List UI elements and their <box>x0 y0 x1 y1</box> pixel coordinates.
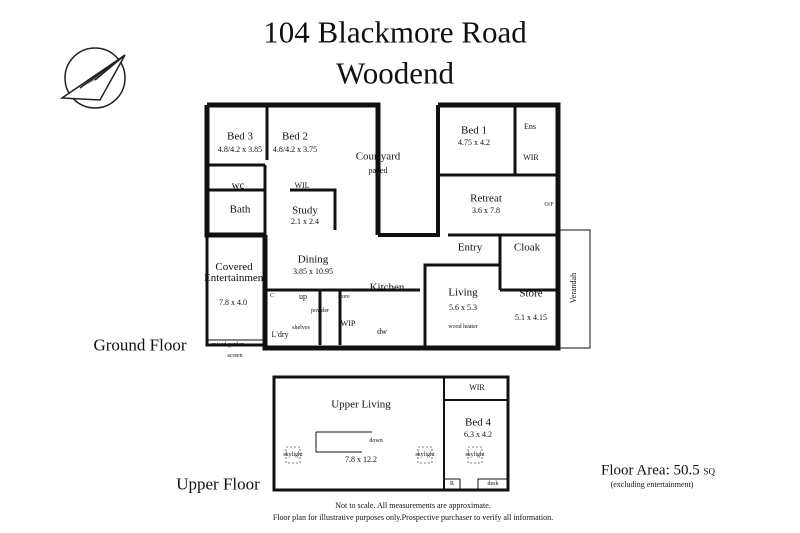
floor-area-value: Floor Area: 50.5 <box>600 462 700 479</box>
room-bed-1-dims: 4.75 x 4.2 <box>458 138 490 147</box>
room-store: Store <box>519 287 543 300</box>
dishwasher-label: dw <box>377 327 387 336</box>
room-bed-2-dims: 4.8/4.2 x 3.75 <box>272 145 318 154</box>
room-wil: WIL <box>294 181 310 190</box>
skylight-label: skylight <box>465 452 485 458</box>
room-kitchen: Kitchen <box>369 281 405 294</box>
laundry-label: L'dry <box>271 330 289 339</box>
room-bed-4: Bed 4 <box>465 416 491 429</box>
room-upper-wir: WIR <box>469 383 485 392</box>
room-retreat-dims: 3.6 x 7.8 <box>472 206 500 215</box>
disclaimer-line-1: Not to scale. All measurements are appro… <box>335 501 491 510</box>
room-covered-entertainment-dims: 7.8 x 4.0 <box>219 298 247 307</box>
desk-label: desk <box>487 481 499 487</box>
wood-heater-label: wood heater <box>448 324 478 330</box>
stairs-down-label: down <box>369 438 383 444</box>
room-dining: Dining <box>297 253 329 266</box>
room-retreat: Retreat <box>470 192 502 205</box>
title-line-2: Woodend <box>335 55 455 91</box>
room-dining-dims: 3.85 x 10.95 <box>293 267 333 276</box>
room-living: Living <box>448 286 478 299</box>
ground-floor-walls <box>204 102 591 351</box>
upper-floor-label: Upper Floor <box>176 474 260 494</box>
room-wir: WIR <box>523 153 539 162</box>
room-store-dims: 5.1 x 4.15 <box>515 313 547 322</box>
skylight-label: skylight <box>415 452 435 458</box>
room-bed-2: Bed 2 <box>282 130 308 143</box>
title-line-1: 104 Blackmore Road <box>263 14 527 50</box>
r-label: R <box>449 481 455 487</box>
room-bed-1: Bed 1 <box>461 124 487 137</box>
room-study: Study <box>292 204 318 217</box>
room-bed-3: Bed 3 <box>227 130 253 143</box>
wip-label: WIP <box>340 319 356 328</box>
room-ensuite: Ens <box>524 122 536 131</box>
floor-area: Floor Area: 50.5 SQ <box>600 462 716 479</box>
room-upper-living: Upper Living <box>331 398 391 411</box>
compass-icon <box>59 47 126 109</box>
stairs-up-label: up <box>299 292 307 301</box>
upper-floor-walls <box>272 375 510 492</box>
room-study-dims: 2.1 x 2.4 <box>291 217 319 226</box>
skylight-label: skylight <box>283 452 303 458</box>
room-covered-entertainment: Covered Entertainment <box>204 261 267 284</box>
room-upper-living-dims: 7.8 x 12.2 <box>345 455 377 464</box>
room-bed-4-dims: 6.3 x 4.2 <box>464 430 492 439</box>
ground-floor-label: Ground Floor <box>93 335 187 355</box>
store-label: store <box>338 294 350 300</box>
powder-label: powder <box>311 308 329 314</box>
floor-area-unit: SQ <box>703 466 716 477</box>
room-wc: wc <box>231 179 245 192</box>
room-bath: Bath <box>229 203 251 216</box>
raised-garden-label: raised garden <box>211 342 245 348</box>
room-courtyard-note: paved <box>368 166 388 175</box>
room-verandah: Verandah <box>569 272 578 304</box>
disclaimer-line-2: Floor plan for illustrative purposes onl… <box>272 513 554 522</box>
shelves-label: shelves <box>292 325 310 331</box>
floor-area-note: (excluding entertainment) <box>610 480 694 489</box>
room-entry: Entry <box>457 241 483 254</box>
room-bed-3-dims: 4.8/4.2 x 3.85 <box>217 145 263 154</box>
screen-label: screen <box>227 353 243 359</box>
room-courtyard: Courtyard <box>355 150 401 163</box>
room-cloak: Cloak <box>513 241 541 254</box>
c-label: C <box>269 293 275 299</box>
room-living-dims: 5.6 x 5.3 <box>449 303 477 312</box>
room-of: O/F <box>544 202 554 208</box>
